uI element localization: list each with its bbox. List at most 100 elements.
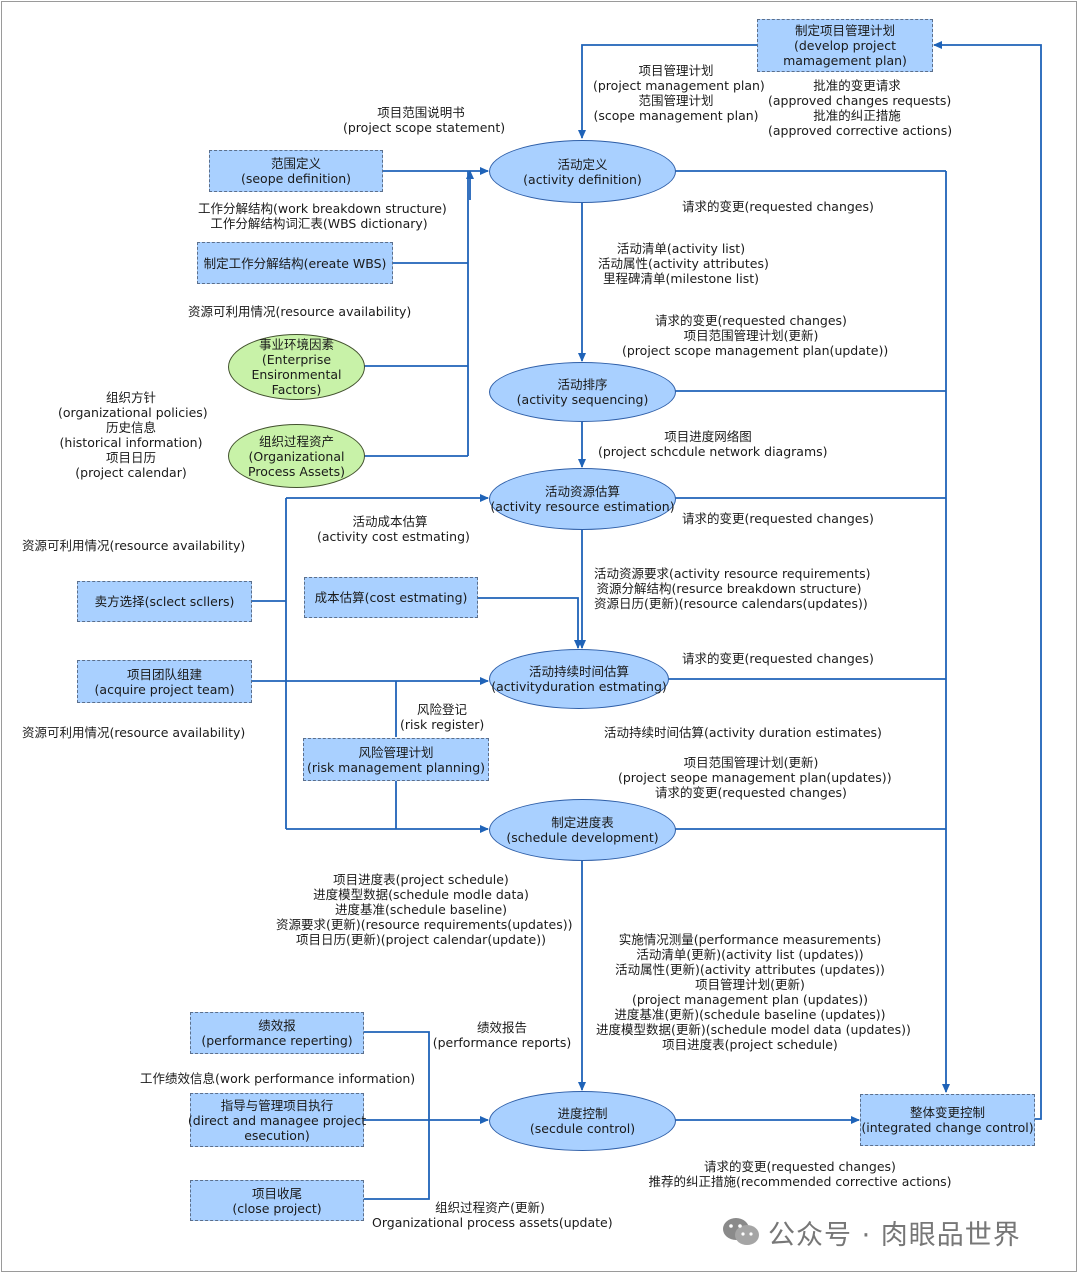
text-line: 成本估算(cost estmating) [314,590,468,605]
text-line: 卖方选择(sclect scllers) [94,594,235,609]
text-line: (Enterprise [261,352,332,367]
select-sellers-box[interactable]: 卖方选择(sclect scllers) [77,581,252,622]
text-line: (performance reports) [432,1035,572,1050]
edge-perf-report [364,1031,430,1200]
text-line: (project calendar) [75,465,187,480]
label-resource-requirements: 活动资源要求(activity resource requirements)资源… [594,566,870,611]
text-line: 进度基准(schedule baseline) [334,902,508,917]
text-line: Ensironmental [251,367,342,382]
schedule-development-node[interactable]: 制定进度表(schedule development) [489,799,676,861]
integrated-change-control-box[interactable]: 整体变更控制(integrated change control) [860,1094,1035,1146]
text-line: (approved corrective actions) [768,123,953,138]
text-line: 项目收尾 [251,1185,302,1201]
text-line: 请求的变更(requested changes) [655,313,847,328]
label-organizational-info: 组织方针(organizational policies)历史信息(histor… [58,390,208,480]
label-performance-reports: 绩效报告(performance reports) [432,1020,572,1050]
activity-resource-estimation-node[interactable]: 活动资源估算(activity resource estimation) [489,468,676,530]
label-activity-cost-estimating: 活动成本估算(activity cost estmating) [317,514,470,544]
label-requested-changes-1: 请求的变更(requested changes) [682,199,874,214]
text-line: 风险登记 [416,702,467,717]
watermark: 公众号 · 肉眼品世界 [722,1212,1052,1252]
performance-reporting-box[interactable]: 绩效报(performance reperting) [190,1012,364,1054]
create-wbs-box[interactable]: 制定工作分解结构(ereate WBS) [197,242,393,284]
risk-management-planning-box[interactable]: 风险管理计划(risk management planning) [303,738,489,781]
text-line: 项目管理计划 [638,63,714,78]
text-line: (acquire project team) [94,681,235,697]
text-line: 里程碑清单(milestone list) [602,271,760,286]
text-line: 项目进度表(project schedule) [333,872,509,887]
close-project-box[interactable]: 项目收尾(close project) [190,1180,364,1221]
text-line: (project schcdule network diagrams) [598,444,828,459]
text-line: (secdule control) [529,1121,636,1136]
text-line: (activity cost estmating) [317,529,470,544]
text-line: 工作绩效信息(work performance information) [140,1071,416,1086]
text-line: 指导与管理项目执行 [220,1097,334,1113]
text-line: (seope definition) [240,171,352,186]
text-line: 活动资源估算 [544,484,620,499]
text-line: 活动定义 [557,156,608,172]
text-line: 请求的变更(requested changes) [682,511,874,526]
edge-change-to-plan [933,41,1042,1120]
text-line: (approved changes requests) [768,93,952,108]
label-requested-changes-2: 请求的变更(requested changes)项目范围管理计划(更新)(pro… [622,313,889,358]
label-approved-changes: 批准的变更请求(approved changes requests)批准的纠正措… [768,78,953,138]
text-line: (activityduration estmating) [491,679,667,694]
text-line: (activity definition) [523,171,642,187]
text-line: 工作分解结构(work breakdown structure) [198,201,447,216]
text-line: (schedule development) [506,830,659,845]
activity-definition-node[interactable]: 活动定义(activity definition) [489,140,676,203]
text-line: (organizational policies) [58,405,208,420]
text-line: 历史信息 [105,420,156,435]
label-wbs: 工作分解结构(work breakdown structure)工作分解结构词汇… [198,201,447,231]
text-line: 实施情况测量(performance measurements) [618,932,882,947]
activity-sequencing-node[interactable]: 活动排序(activity sequencing) [489,362,676,422]
text-line: 进度模型数据(更新)(schedule model data (updates)… [596,1022,911,1037]
schedule-control-node[interactable]: 进度控制(secdule control) [489,1091,676,1151]
text-line: 范围管理计划 [638,93,714,108]
text-line: 绩效报 [258,1018,296,1033]
label-schedule-outputs: 项目进度表(project schedule)进度模型数据(schedule m… [276,872,573,947]
wechat-icon [723,1218,759,1245]
text-line: (integrated change control) [861,1120,1034,1135]
text-line: (project management plan (updates)) [631,992,869,1007]
watermark-text: 公众号 · 肉眼品世界 [768,1219,1021,1251]
label-network-diagrams: 项目进度网络图(project schcdule network diagram… [598,429,828,459]
edge-cost-to-duration [478,597,582,649]
text-line: 项目进度表(project schedule) [662,1037,838,1052]
text-line: 组织方针 [105,390,156,405]
scope-definition-box[interactable]: 范围定义(seope definition) [209,150,383,192]
label-duration-estimates: 活动持续时间估算(activity duration estimates) [604,725,882,740]
text-line: 活动持续时间估算(activity duration estimates) [604,725,882,740]
text-line: 项目范围管理计划(更新) [683,755,819,770]
text-line: 请求的变更(requested changes) [682,651,874,666]
text-line: 绩效报告 [476,1020,527,1035]
label-resource-availability-1: 资源可利用情况(resource availability) [188,304,412,319]
label-activity-list: 活动清单(activity list)活动属性(activity attribu… [598,241,769,286]
cost-estimating-box[interactable]: 成本估算(cost estmating) [304,577,478,618]
text-line: 请求的变更(requested changes) [682,199,874,214]
text-line: (project scope statement) [343,120,506,135]
text-line: 资源可利用情况(resource availability) [188,304,412,319]
text-line: 制定项目管理计划 [794,23,895,38]
text-line: 活动属性(更新)(activity attributes (updates)) [615,962,885,977]
text-line: 整体变更控制 [909,1105,985,1120]
text-line: (scope management plan) [593,108,759,123]
text-line: (close project) [232,1200,322,1216]
activity-duration-estimating-node[interactable]: 活动持续时间估算(activityduration estmating) [489,649,669,709]
text-line: (Organizational [248,448,345,464]
text-line: esecution) [244,1127,310,1143]
text-line: 资源可利用情况(resource availability) [22,725,246,740]
label-scope-statement: 项目范围说明书(project scope statement) [343,105,506,135]
text-line: (historical information) [59,435,203,450]
acquire-project-team-box[interactable]: 项目团队组建(acquire project team) [77,660,252,703]
text-line: 批准的纠正措施 [813,108,901,123]
label-requested-changes-3: 请求的变更(requested changes) [682,511,874,526]
text-line: 项目日历(更新)(project calendar(update)) [295,932,546,947]
text-line: (project scope management plan(update)) [622,343,889,358]
